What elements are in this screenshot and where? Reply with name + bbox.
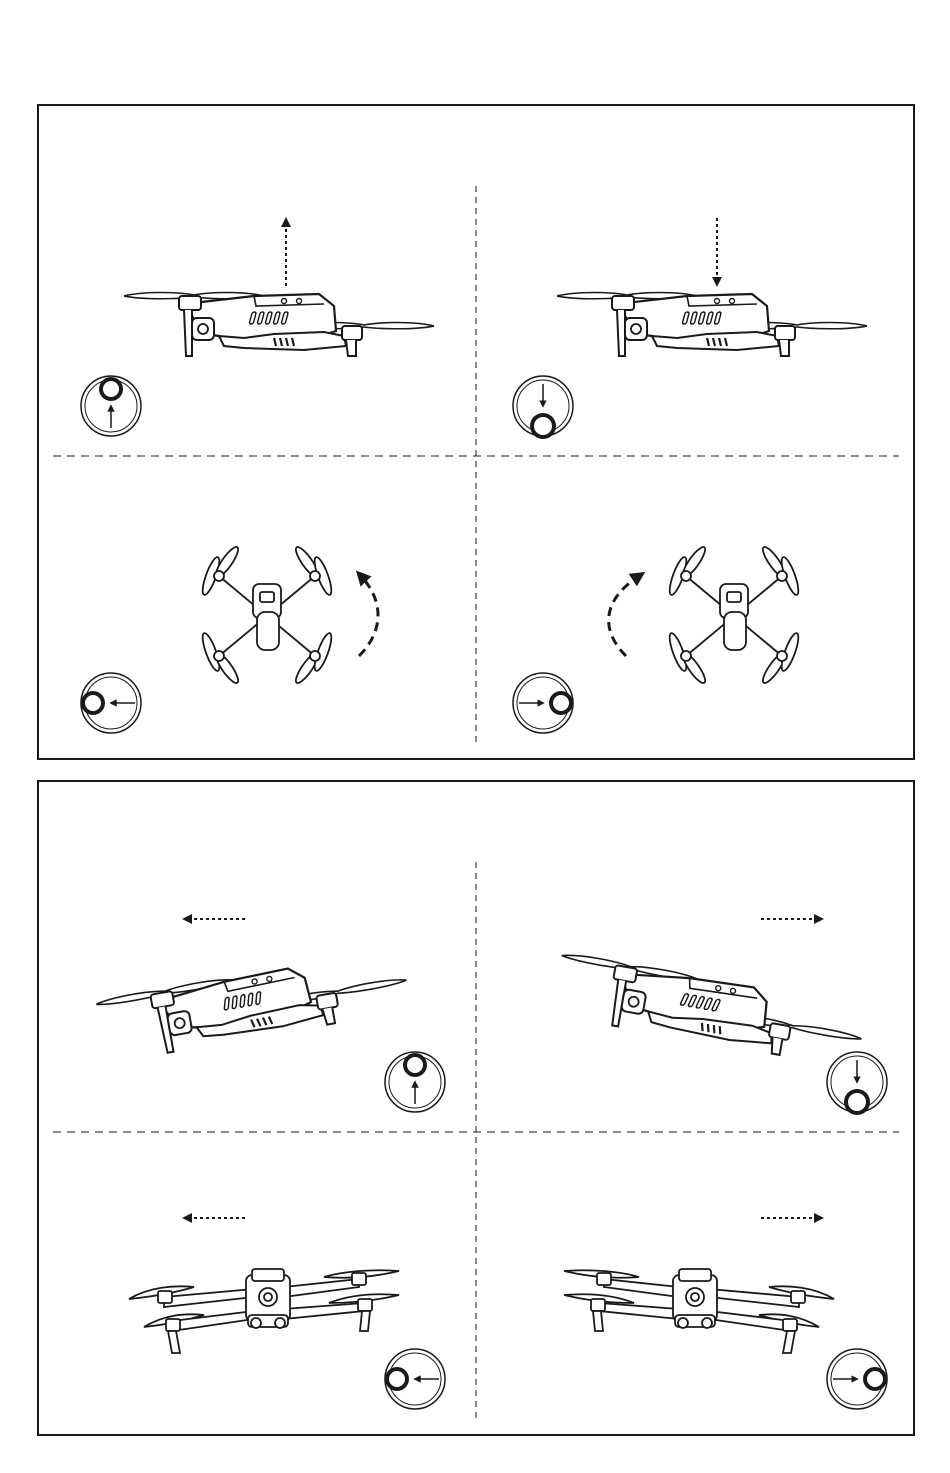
drone-front-icon bbox=[564, 1269, 834, 1353]
rotate-ccw-dashed-icon bbox=[359, 576, 378, 656]
cell-ascend bbox=[81, 222, 434, 436]
drone-side-icon bbox=[124, 293, 434, 357]
pitch-roll-diagram bbox=[39, 782, 913, 1434]
drone-side-icon bbox=[551, 952, 867, 1068]
altitude-yaw-panel bbox=[37, 104, 915, 760]
stick-down-icon bbox=[827, 1052, 887, 1115]
cell-rotate-left bbox=[81, 544, 378, 733]
rotate-cw-dashed-icon bbox=[609, 576, 639, 656]
cell-descend bbox=[513, 218, 867, 439]
drone-front-icon bbox=[129, 1269, 399, 1353]
stick-right-icon bbox=[513, 673, 573, 733]
stick-left-icon bbox=[81, 673, 141, 733]
drone-side-icon bbox=[96, 947, 412, 1063]
drone-side-icon bbox=[557, 293, 867, 357]
stick-down-icon bbox=[513, 376, 573, 439]
stick-up-icon bbox=[81, 376, 141, 436]
cell-fly-left bbox=[129, 1218, 445, 1409]
pitch-roll-panel bbox=[37, 780, 915, 1436]
stick-left-icon bbox=[385, 1349, 445, 1409]
cell-fly-right bbox=[564, 1218, 887, 1409]
cell-rotate-right bbox=[513, 544, 802, 733]
drone-top-icon bbox=[199, 544, 334, 685]
cell-fly-forward bbox=[96, 919, 445, 1112]
stick-right-icon bbox=[827, 1349, 887, 1409]
drone-top-icon bbox=[666, 544, 801, 685]
altitude-yaw-diagram bbox=[39, 106, 913, 758]
cell-fly-backward bbox=[551, 919, 887, 1115]
stick-up-icon bbox=[385, 1052, 445, 1112]
